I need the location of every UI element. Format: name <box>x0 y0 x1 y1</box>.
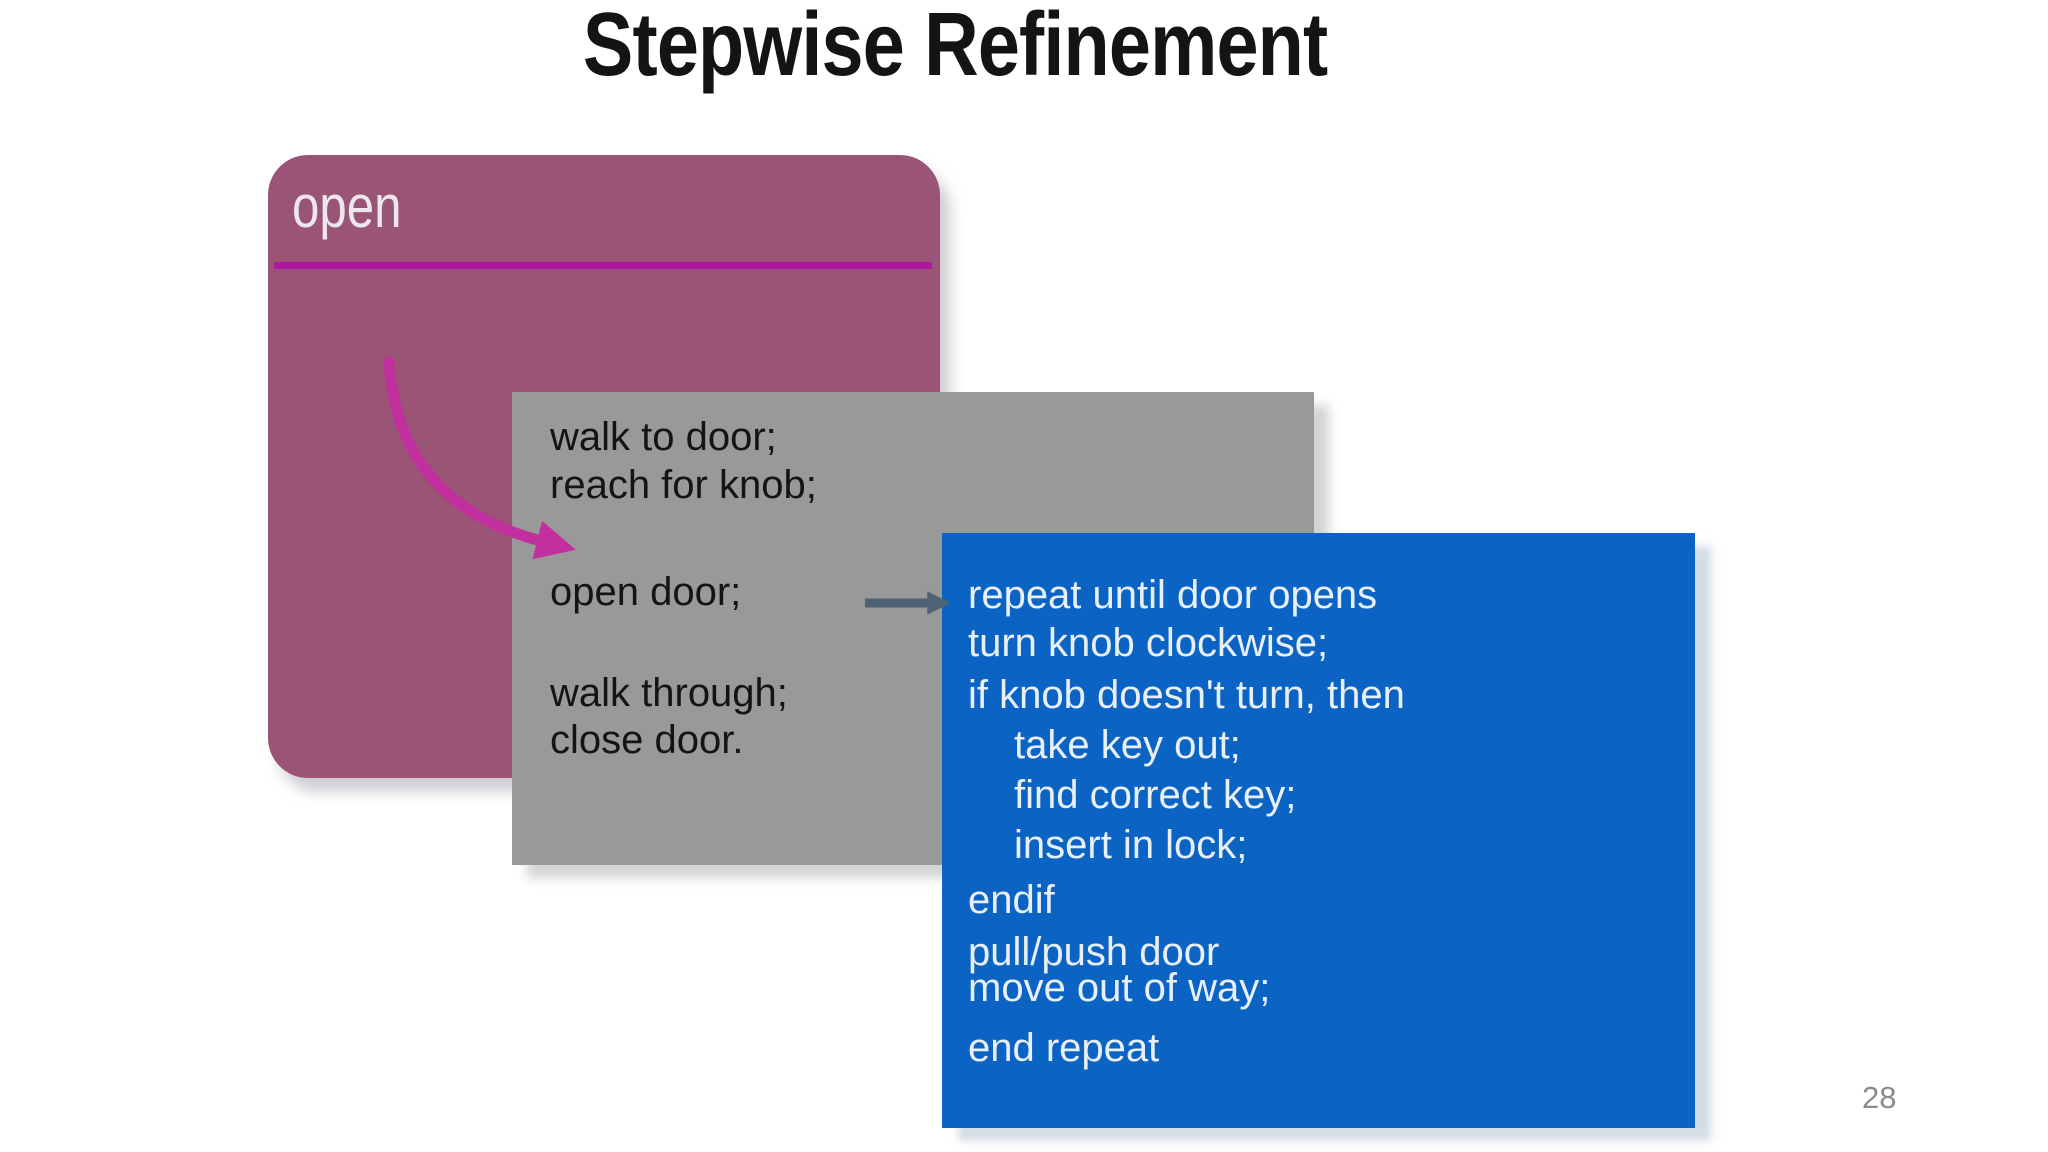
pseudocode-box-level3: repeat until door opens turn knob clockw… <box>942 533 1695 1128</box>
pseudocode-line: close door. <box>550 718 744 762</box>
pseudocode-line: end repeat <box>968 1026 1160 1070</box>
pseudocode-line: endif <box>968 878 1055 922</box>
pseudocode-line: walk through; <box>550 671 788 715</box>
pseudocode-line: if knob doesn't turn, then <box>968 673 1405 717</box>
pseudocode-line: move out of way; <box>968 966 1271 1010</box>
pseudocode-line: repeat until door opens <box>968 573 1378 617</box>
pseudocode-line: find correct key; <box>1014 773 1297 817</box>
pseudocode-line: insert in lock; <box>1014 823 1248 867</box>
page-number: 28 <box>1862 1080 1897 1115</box>
pseudocode-line: open door; <box>550 570 742 614</box>
pseudocode-line: turn knob clockwise; <box>968 621 1329 665</box>
open-box-divider <box>274 262 932 269</box>
page-title: Stepwise Refinement <box>582 0 1328 95</box>
pseudocode-line: walk to door; <box>550 415 777 459</box>
open-box-label: open <box>292 173 402 240</box>
title-area: Stepwise Refinement <box>0 0 1979 98</box>
pseudocode-line: pull/push door <box>968 930 1220 974</box>
pseudocode-line: reach for knob; <box>550 463 817 507</box>
pseudocode-line: take key out; <box>1014 723 1241 767</box>
